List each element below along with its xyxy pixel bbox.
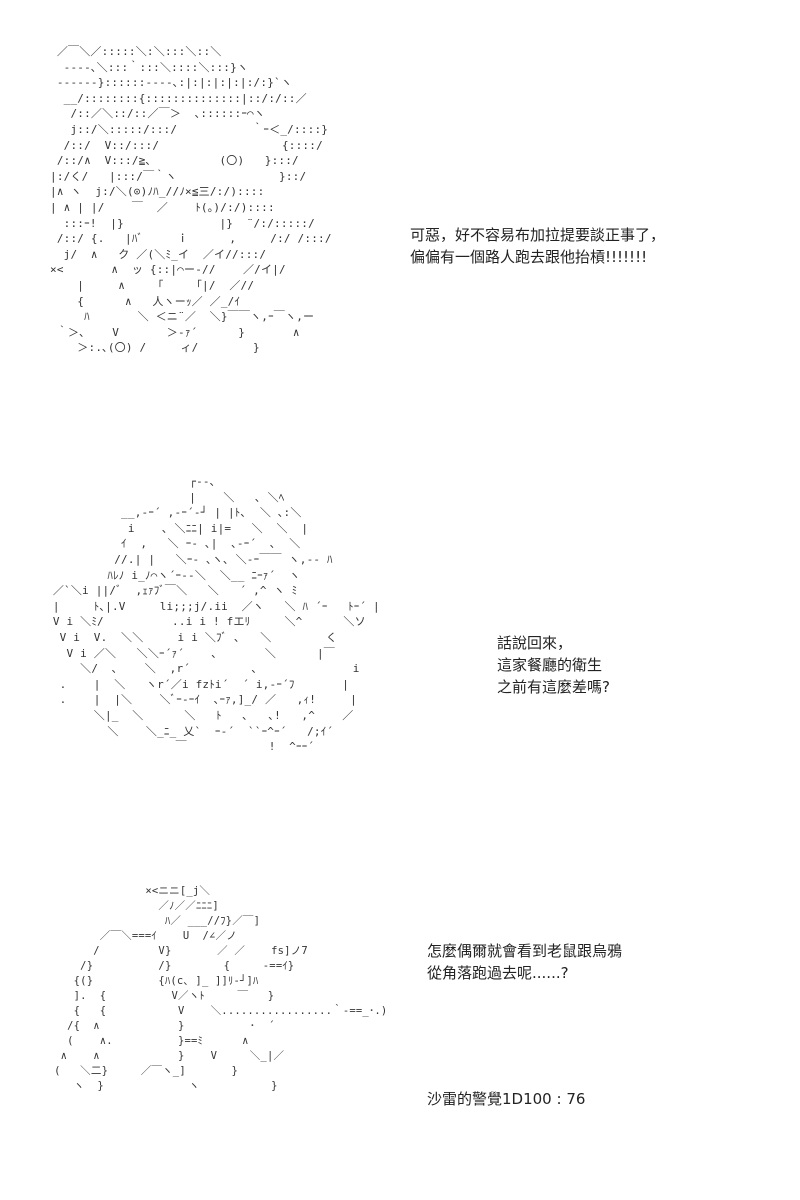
ascii-art-character-3: ×<ニニ[_j＼ ／ﾉ／／ﾆﾆﾆ] ﾊ／ ___//ﾌ}／￣] ／￣＼===ｲ …	[54, 885, 388, 1092]
dialogue-line: 之前有這麼差嗎?	[497, 678, 610, 696]
dialogue-3: 怎麼偶爾就會看到老鼠跟烏鴉 從角落跑過去呢......?	[427, 940, 622, 984]
ascii-art-character-1: ／￣＼／:::::＼:＼:::＼::＼ ----､＼:::｀:::＼::::＼:…	[50, 45, 332, 355]
dialogue-line: 偏偏有一個路人跑去跟他抬槓!!!!!!!	[410, 248, 648, 266]
ascii-art-character-2: ┌--､ | ＼ ､ ＼ﾍ __,-ｰ´ ,-ｰ´-┘ | |ﾄ､ ＼ ､:＼ …	[52, 475, 380, 754]
dialogue-line: 怎麼偶爾就會看到老鼠跟烏鴉	[427, 942, 623, 960]
panel-2: ┌--､ | ＼ ､ ＼ﾍ __,-ｰ´ ,-ｰ´-┘ | |ﾄ､ ＼ ､:＼ …	[0, 460, 800, 840]
dialogue-line: 這家餐廳的衛生	[497, 656, 603, 674]
panel-3: ×<ニニ[_j＼ ／ﾉ／／ﾆﾆﾆ] ﾊ／ ___//ﾌ}／￣] ／￣＼===ｲ …	[0, 870, 800, 1200]
dialogue-2: 話說回來， 這家餐廳的衛生 之前有這麼差嗎?	[497, 632, 610, 698]
dialogue-line: 話說回來，	[497, 634, 573, 652]
dialogue-1: 可惡，好不容易布加拉提要談正事了， 偏偏有一個路人跑去跟他抬槓!!!!!!!	[410, 224, 665, 268]
dialogue-line: 可惡，好不容易布加拉提要談正事了，	[410, 226, 666, 244]
panel-1: ／￣＼／:::::＼:＼:::＼::＼ ----､＼:::｀:::＼::::＼:…	[0, 0, 800, 440]
dialogue-line: 從角落跑過去呢......?	[427, 964, 569, 982]
dice-roll-result: 沙雷的警覺1D100 : 76	[427, 1090, 586, 1108]
